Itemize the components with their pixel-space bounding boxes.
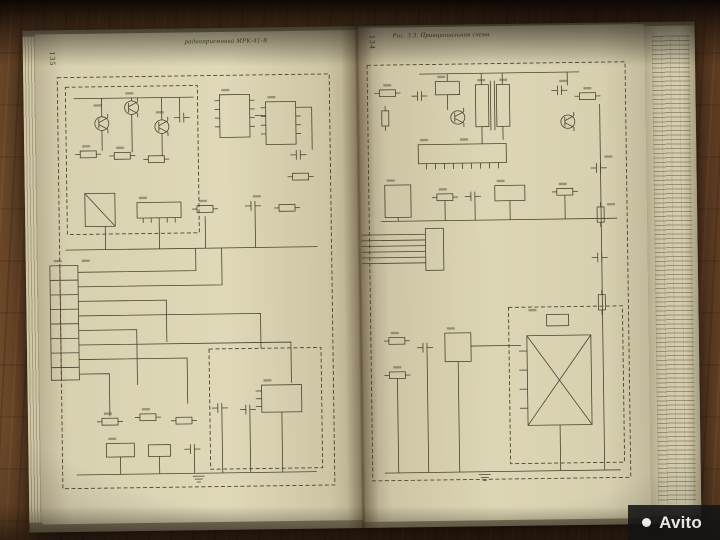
avito-watermark: Avito xyxy=(628,505,720,540)
page-number-right: 134 xyxy=(367,34,377,50)
figure-caption-right: Рис. 3.3. Принципиальная схема xyxy=(392,31,490,40)
figure-caption-left: радиоприемника МРК-41-В xyxy=(184,37,268,46)
right-page: 134 Рис. 3.3. Принципиальная схема xyxy=(356,24,652,523)
circuit-schematic-left xyxy=(49,73,336,490)
page-edges-with-text xyxy=(644,25,702,516)
visible-text-rows xyxy=(651,35,697,504)
circuit-schematic-right xyxy=(361,61,632,482)
avito-logo-dot-icon xyxy=(642,518,652,527)
left-page: 135 радиоприемника МРК-41-В xyxy=(34,30,364,525)
open-book: 135 радиоприемника МРК-41-В xyxy=(22,21,702,533)
avito-logo-text: Avito xyxy=(659,512,702,532)
page-number-left: 135 xyxy=(47,51,58,67)
